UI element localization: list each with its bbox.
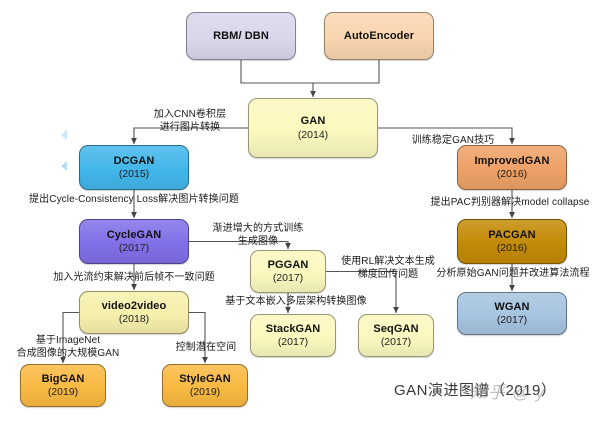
node-year: (2015): [118, 168, 150, 181]
node-biggan[interactable]: BigGAN(2019): [20, 364, 106, 407]
diagram-watermark: GAN演进图谱（2019）: [394, 382, 557, 399]
diagram-watermark-overlay: 知乎 @ y: [470, 383, 546, 402]
node-gan[interactable]: GAN(2014): [248, 98, 378, 158]
node-label: StackGAN: [265, 322, 321, 335]
node-year: (2017): [380, 336, 412, 349]
edge-label-cyclegan-to-video2video: 加入光流约束解决前后帧不一致问题: [53, 272, 215, 283]
node-rbm[interactable]: RBM/ DBN: [186, 12, 296, 60]
node-label: PACGAN: [488, 228, 536, 241]
node-label: AutoEncoder: [343, 29, 415, 42]
node-year: (2019): [47, 386, 79, 399]
node-year: (2019): [189, 386, 221, 399]
edge-label-pggan-to-seqgan: 使用RL解决文本生成 梯度回传问题: [341, 256, 435, 280]
edge-label-gan-to-improvedgan: 训练稳定GAN技巧: [411, 135, 495, 146]
node-year: (2017): [272, 272, 304, 285]
edge-label-gan-to-dcgan: 加入CNN卷积层 进行图片转换: [153, 109, 227, 133]
node-year: (2017): [277, 336, 309, 349]
node-year: (2017): [118, 242, 150, 255]
node-label: ImprovedGAN: [474, 154, 550, 167]
node-pacgan[interactable]: PACGAN(2016): [457, 219, 567, 264]
node-stackgan[interactable]: StackGAN(2017): [250, 314, 336, 357]
edge-label-video2video-to-biggan: 基于ImageNet 合成图像的大规模GAN: [16, 335, 120, 359]
edge-label-pacgan-to-wgan: 分析原始GAN问题并改进算法流程: [436, 268, 590, 279]
node-improvedgan[interactable]: ImprovedGAN(2016): [457, 145, 567, 190]
decorative-triangle-marker-2: [61, 130, 67, 140]
node-autoencoder[interactable]: AutoEncoder: [324, 12, 434, 60]
node-label: CycleGAN: [106, 228, 162, 241]
node-year: (2018): [118, 313, 150, 326]
node-label: StyleGAN: [179, 372, 231, 385]
node-dcgan[interactable]: DCGAN(2015): [79, 145, 189, 190]
node-label: video2video: [101, 299, 167, 312]
edge-label-dcgan-to-cyclegan: 提出Cycle-Consistency Loss解决图片转换问题: [29, 194, 239, 205]
node-wgan[interactable]: WGAN(2017): [457, 292, 567, 335]
node-label: RBM/ DBN: [213, 29, 269, 42]
edge-label-improvedgan-to-pacgan: 提出PAC判别器解决model collapse: [430, 197, 590, 208]
node-year: (2016): [496, 242, 528, 255]
node-year: (2014): [297, 128, 329, 141]
node-label: GAN: [300, 115, 326, 128]
edge-label-pggan-to-stackgan: 基于文本嵌入多层架构转换图像: [225, 296, 367, 307]
node-stylegan[interactable]: StyleGAN(2019): [162, 364, 248, 407]
edge-label-cyclegan-to-pggan: 渐进增大的方式训练 生成图像: [212, 223, 304, 247]
node-seqgan[interactable]: SeqGAN(2017): [358, 314, 434, 357]
decorative-triangle-marker: [61, 161, 67, 171]
node-pggan[interactable]: PGGAN(2017): [250, 250, 326, 293]
node-year: (2017): [496, 314, 528, 327]
node-label: SeqGAN: [373, 322, 419, 335]
edge-label-video2video-to-stylegan: 控制潜在空间: [175, 342, 237, 353]
node-label: PGGAN: [267, 258, 309, 271]
node-label: DCGAN: [113, 154, 155, 167]
node-label: BigGAN: [41, 372, 85, 385]
node-label: WGAN: [494, 300, 530, 313]
node-year: (2016): [496, 168, 528, 181]
node-cyclegan[interactable]: CycleGAN(2017): [79, 219, 189, 264]
node-video2video[interactable]: video2video(2018): [79, 291, 189, 334]
